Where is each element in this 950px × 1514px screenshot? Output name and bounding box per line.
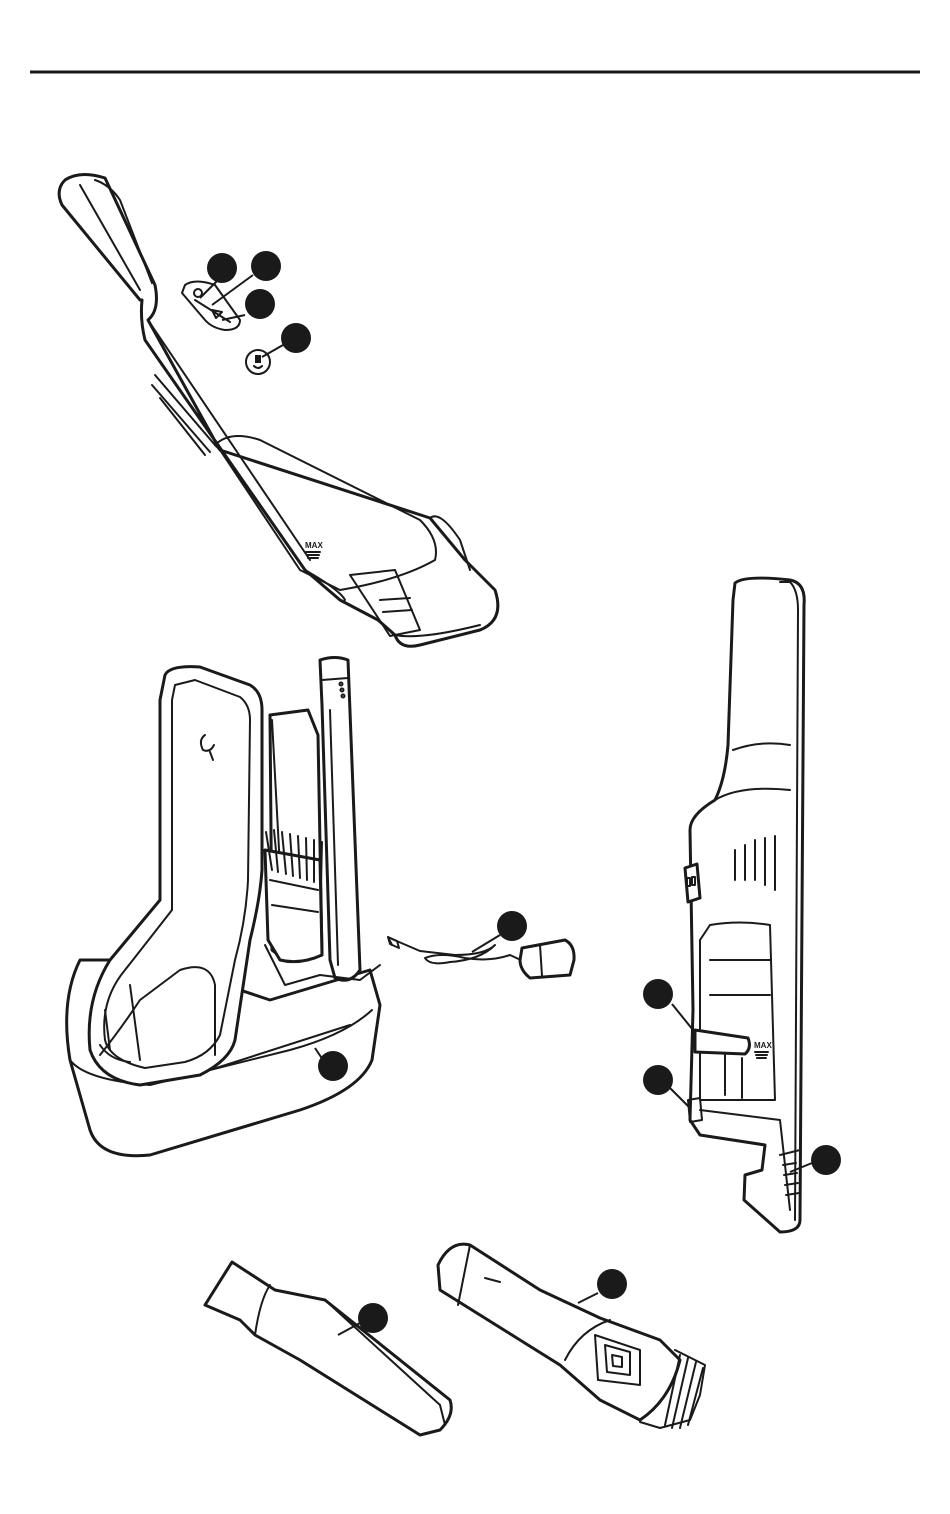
vacuum-top: MAX: [59, 174, 498, 646]
callout-c4: [281, 323, 311, 353]
callout-c11: [358, 1303, 388, 1333]
callout-c10: [597, 1269, 627, 1299]
max-label-right: MAX: [754, 1041, 772, 1050]
callout-c6: [318, 1051, 348, 1081]
callout-c9: [811, 1145, 841, 1175]
callout-c2: [251, 251, 281, 281]
crevice-tool: [205, 1262, 451, 1435]
callout-c3: [245, 289, 275, 319]
max-label-top: MAX: [305, 541, 323, 550]
callout-c1: [207, 253, 237, 283]
vacuum-right: MAX: [685, 578, 804, 1232]
callout-c5: [497, 911, 527, 941]
charger-adapter: [388, 937, 574, 978]
brush-tool: [438, 1244, 705, 1428]
callout-c7: [643, 979, 673, 1009]
callout-c8: [643, 1065, 673, 1095]
